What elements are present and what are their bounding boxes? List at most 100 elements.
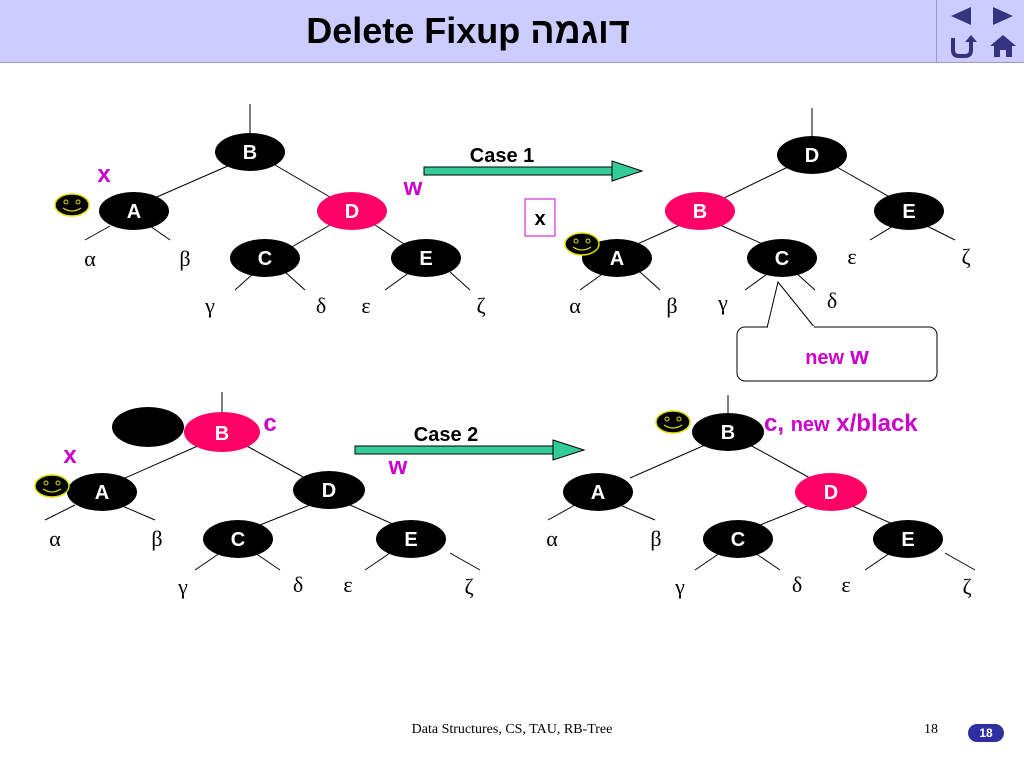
node-b — [692, 413, 764, 451]
delta-label: δ — [792, 572, 802, 597]
delta-label: δ — [316, 293, 326, 318]
return-arrow-icon — [951, 35, 977, 58]
return-button[interactable] — [941, 32, 981, 60]
case1-arrow: Case 1 — [423, 145, 644, 182]
node-c-label: C — [231, 529, 245, 551]
home-button[interactable] — [983, 32, 1023, 60]
gamma-label: γ — [204, 293, 215, 318]
zeta-label: ζ — [476, 293, 485, 318]
node-a-label: A — [610, 248, 624, 270]
node-e — [376, 520, 446, 558]
node-b-label: B — [215, 423, 229, 445]
beta-label: β — [151, 526, 162, 551]
x-label: x — [63, 442, 77, 469]
node-a — [563, 473, 633, 511]
w-label: w — [388, 453, 408, 480]
node-a-label: A — [95, 482, 109, 504]
epsilon-label: ε — [361, 293, 370, 318]
alpha-label: α — [84, 246, 96, 271]
page-title: Delete Fixup דוגמה — [306, 10, 630, 51]
node-e — [391, 239, 461, 277]
edges-top-right — [579, 108, 956, 291]
node-e — [874, 192, 944, 230]
node-d — [293, 471, 365, 509]
node-b-label: B — [243, 142, 257, 164]
zeta-label: ζ — [464, 574, 473, 599]
node-b-label: B — [721, 422, 735, 444]
next-slide-button[interactable] — [983, 2, 1023, 30]
black-token — [112, 407, 184, 447]
node-c — [230, 239, 300, 277]
node-c-label: C — [258, 248, 272, 270]
node-a — [582, 239, 652, 277]
case2-label: Case 2 — [414, 424, 479, 446]
node-a — [99, 192, 169, 230]
gamma-label: γ — [177, 574, 188, 599]
node-e-label: E — [404, 529, 417, 551]
tree-top-left: B A D C E x w α β γ δ ε ζ — [54, 133, 486, 318]
x-box — [524, 198, 556, 237]
nav-panel — [936, 0, 1024, 63]
node-d — [795, 473, 867, 511]
smiley-icon — [655, 410, 691, 434]
node-c — [747, 239, 817, 277]
epsilon-label: ε — [343, 572, 352, 597]
smiley-icon — [34, 474, 70, 498]
smiley-icon — [54, 193, 90, 217]
node-e-label: E — [901, 529, 914, 551]
triangle-left-icon — [951, 7, 971, 25]
node-d — [777, 136, 847, 174]
beta-label: β — [650, 526, 661, 551]
c-label: c — [263, 410, 276, 437]
node-b-label: B — [693, 201, 707, 223]
title-bar: Delete Fixup דוגמה — [0, 0, 936, 63]
triangle-right-icon — [993, 7, 1013, 25]
node-c — [703, 520, 773, 558]
smiley-icon — [564, 232, 600, 256]
tree-bottom-left: B c A D C E x α β γ δ ε ζ — [34, 407, 474, 599]
node-a — [67, 473, 137, 511]
node-c-label: C — [775, 248, 789, 270]
node-d — [317, 192, 387, 230]
node-c-label: C — [731, 529, 745, 551]
footer-page-number: 18 — [924, 722, 938, 737]
home-icon — [990, 35, 1016, 57]
node-e-label: E — [419, 248, 432, 270]
node-e — [873, 520, 943, 558]
edges-bottom-left — [44, 392, 481, 571]
epsilon-label: ε — [841, 572, 850, 597]
node-c — [203, 520, 273, 558]
node-d-label: D — [824, 482, 838, 504]
alpha-label: α — [569, 293, 581, 318]
alpha-label: α — [546, 526, 558, 551]
node-d-label: D — [322, 480, 336, 502]
edges-top-left — [84, 104, 471, 291]
zeta-label: ζ — [962, 574, 971, 599]
beta-label: β — [179, 246, 190, 271]
epsilon-label: ε — [847, 244, 856, 269]
new-w-callout — [736, 326, 938, 382]
zeta-label: ζ — [961, 244, 970, 269]
page-number-badge: 18 — [968, 724, 1004, 742]
tree-bottom-right: B c, new x/black A D C E α β γ δ ε ζ — [546, 410, 971, 599]
x-box-label: x — [534, 208, 545, 230]
node-b — [184, 412, 260, 452]
alpha-label: α — [49, 526, 61, 551]
node-e-label: E — [902, 201, 915, 223]
beta-label: β — [666, 293, 677, 318]
case2-arrow: Case 2 w — [354, 424, 586, 480]
node-d-label: D — [805, 145, 819, 167]
prev-slide-button[interactable] — [941, 2, 981, 30]
edges-bottom-right — [547, 395, 976, 571]
gamma-label: γ — [674, 574, 685, 599]
node-b — [215, 133, 285, 171]
gamma-label: γ — [717, 290, 728, 315]
node-a-label: A — [127, 201, 141, 223]
new-x-black-label: c, new x/black — [764, 410, 918, 437]
delta-label: δ — [293, 572, 303, 597]
w-label: w — [403, 174, 423, 201]
delta-label: δ — [827, 288, 837, 313]
node-d-label: D — [345, 201, 359, 223]
